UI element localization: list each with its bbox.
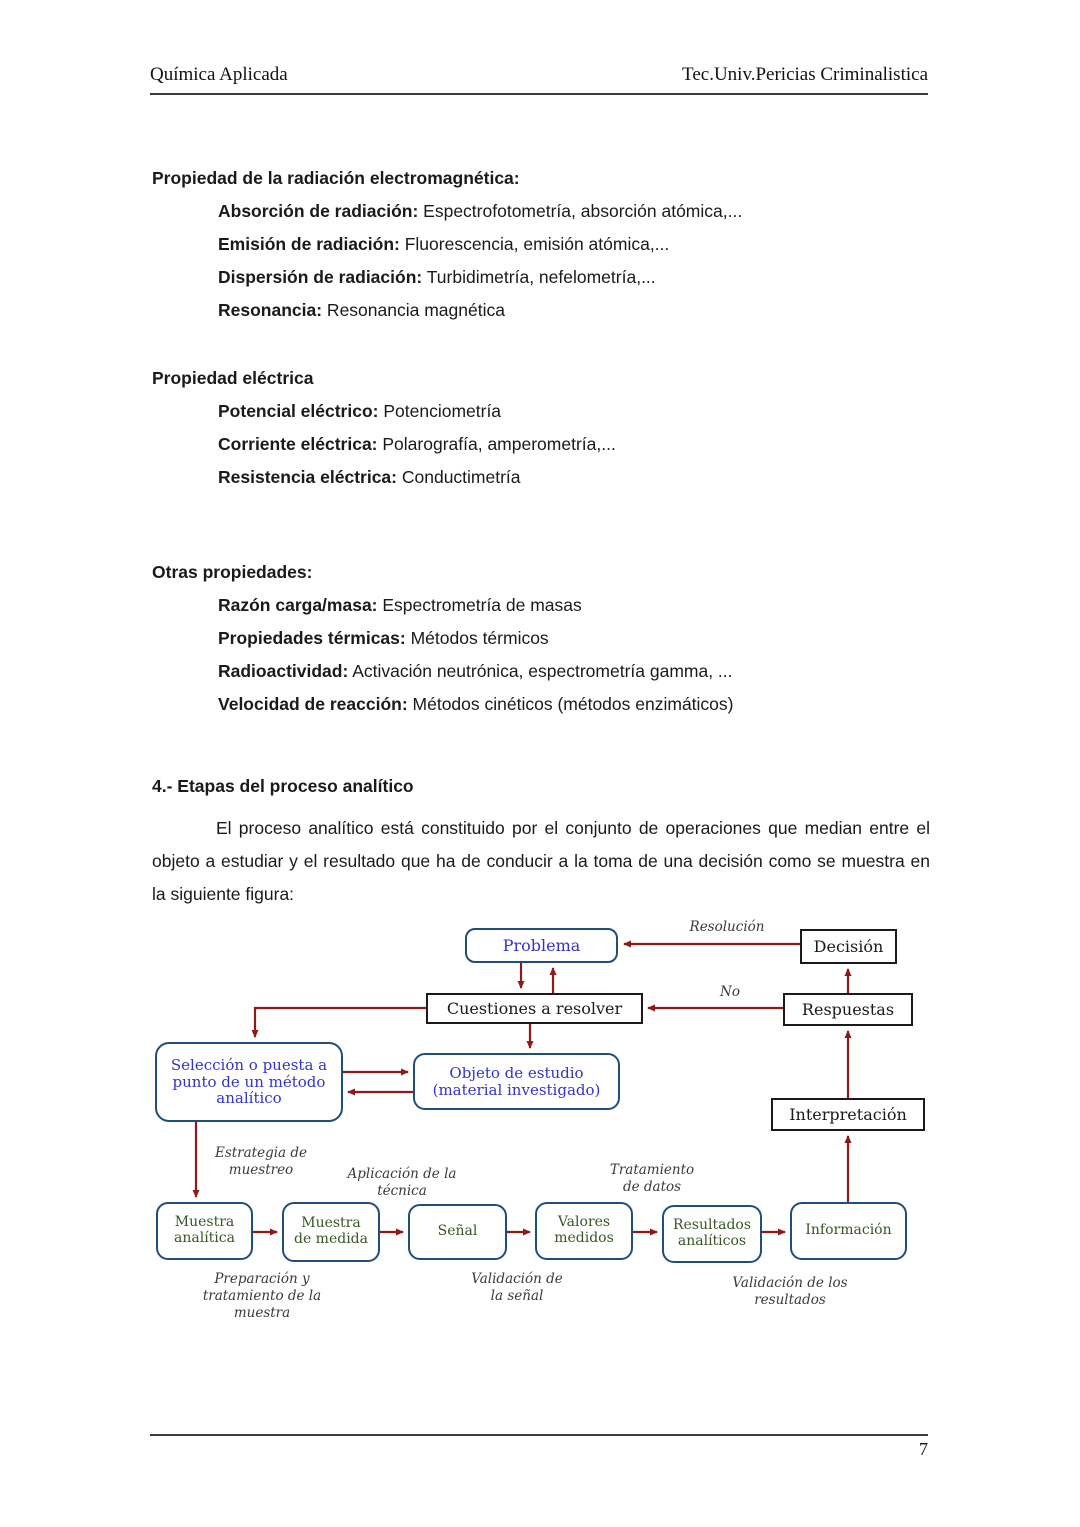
node-senal: Señal (408, 1204, 507, 1260)
property-label: Potencial eléctrico: (218, 401, 379, 421)
edge-label-tratamiento-datos: Tratamiento de datos (609, 1162, 695, 1195)
property-value: Fluorescencia, emisión atómica,... (399, 234, 670, 254)
edge-label-resolucion: Resolución (689, 919, 765, 935)
node-informacion: Información (790, 1202, 907, 1260)
property-label: Velocidad de reacción: (218, 694, 408, 714)
property-label: Propiedades térmicas: (218, 628, 406, 648)
property-item: Dispersión de radiación: Turbidimetría, … (218, 261, 930, 294)
property-value: Espectrofotometría, absorción atómica,..… (418, 201, 743, 221)
header-program-title: Tec.Univ.Pericias Criminalistica (682, 64, 928, 85)
property-value: Métodos cinéticos (métodos enzimáticos) (407, 694, 734, 714)
section-analytic-process: 4.- Etapas del proceso analítico El proc… (152, 770, 930, 911)
property-value: Conductimetría (397, 467, 521, 487)
property-value: Turbidimetría, nefelometría,... (422, 267, 656, 287)
node-interpretacion: Interpretación (771, 1098, 925, 1131)
property-label: Razón carga/masa: (218, 595, 378, 615)
section-electric-property: Propiedad eléctrica Potencial eléctrico:… (152, 362, 930, 494)
node-muestra-medida: Muestra de medida (282, 1202, 380, 1262)
property-item: Velocidad de reacción: Métodos cinéticos… (218, 688, 930, 721)
edge-label-aplicacion-tecnica: Aplicación de la técnica (347, 1166, 457, 1199)
section-title: Otras propiedades: (152, 562, 313, 582)
property-value: Resonancia magnética (322, 300, 505, 320)
property-value: Polarografía, amperometría,... (377, 434, 616, 454)
property-label: Emisión de radiación: (218, 234, 400, 254)
page-footer: 7 (150, 1434, 928, 1460)
property-value: Potenciometría (378, 401, 502, 421)
property-value: Espectrometría de masas (377, 595, 582, 615)
section-title: Propiedad de la radiación electromagnéti… (152, 168, 520, 188)
node-muestra-analitica: Muestra analítica (156, 1202, 253, 1260)
node-seleccion-metodo: Selección o puesta a punto de un método … (155, 1042, 343, 1122)
property-item: Absorción de radiación: Espectrofotometr… (218, 195, 930, 228)
property-item: Propiedades térmicas: Métodos térmicos (218, 622, 930, 655)
edge-label-no: No (720, 984, 740, 1000)
node-resultados-analiticos: Resultados analíticos (662, 1205, 762, 1263)
node-objeto-estudio: Objeto de estudio (material investigado) (413, 1053, 620, 1110)
property-label: Corriente eléctrica: (218, 434, 378, 454)
property-item: Emisión de radiación: Fluorescencia, emi… (218, 228, 930, 261)
property-label: Resonancia: (218, 300, 323, 320)
property-value: Activación neutrónica, espectrometría ga… (348, 661, 733, 681)
intro-paragraph: El proceso analítico está constituido po… (152, 818, 930, 904)
analytic-process-flowchart: Problema Decisión Cuestiones a resolver … (150, 915, 940, 1340)
node-respuestas: Respuestas (783, 993, 913, 1026)
arrow-cuestiones-to-seleccion (251, 1006, 426, 1038)
property-value: Métodos térmicos (405, 628, 549, 648)
node-cuestiones: Cuestiones a resolver (426, 993, 643, 1024)
node-problema: Problema (465, 928, 618, 963)
header-course-title: Química Aplicada (150, 64, 288, 85)
property-item: Potencial eléctrico: Potenciometría (218, 395, 930, 428)
property-item: Resistencia eléctrica: Conductimetría (218, 461, 930, 494)
edge-label-preparacion-muestra: Preparación y tratamiento de la muestra (202, 1271, 322, 1321)
property-label: Radioactividad: (218, 661, 349, 681)
property-label: Absorción de radiación: (218, 201, 419, 221)
page-header: Química Aplicada Tec.Univ.Pericias Crimi… (150, 64, 928, 95)
page-number: 7 (919, 1439, 928, 1459)
section-title: Propiedad eléctrica (152, 368, 314, 388)
property-label: Resistencia eléctrica: (218, 467, 397, 487)
edge-label-estrategia-muestreo: Estrategia de muestreo (214, 1145, 308, 1178)
property-item: Corriente eléctrica: Polarografía, amper… (218, 428, 930, 461)
section-other-properties: Otras propiedades: Razón carga/masa: Esp… (152, 556, 930, 721)
section-heading: 4.- Etapas del proceso analítico (152, 776, 414, 796)
property-label: Dispersión de radiación: (218, 267, 423, 287)
section-electromagnetic-radiation: Propiedad de la radiación electromagnéti… (152, 162, 930, 327)
property-item: Razón carga/masa: Espectrometría de masa… (218, 589, 930, 622)
node-valores-medidos: Valores medidos (535, 1202, 633, 1260)
property-item: Resonancia: Resonancia magnética (218, 294, 930, 327)
edge-label-validacion-senal: Validación de la señal (471, 1271, 563, 1304)
flow-arrows (192, 940, 852, 1236)
edge-label-validacion-resultados: Validación de los resultados (732, 1275, 848, 1308)
node-decision: Decisión (800, 929, 897, 964)
property-item: Radioactividad: Activación neutrónica, e… (218, 655, 930, 688)
